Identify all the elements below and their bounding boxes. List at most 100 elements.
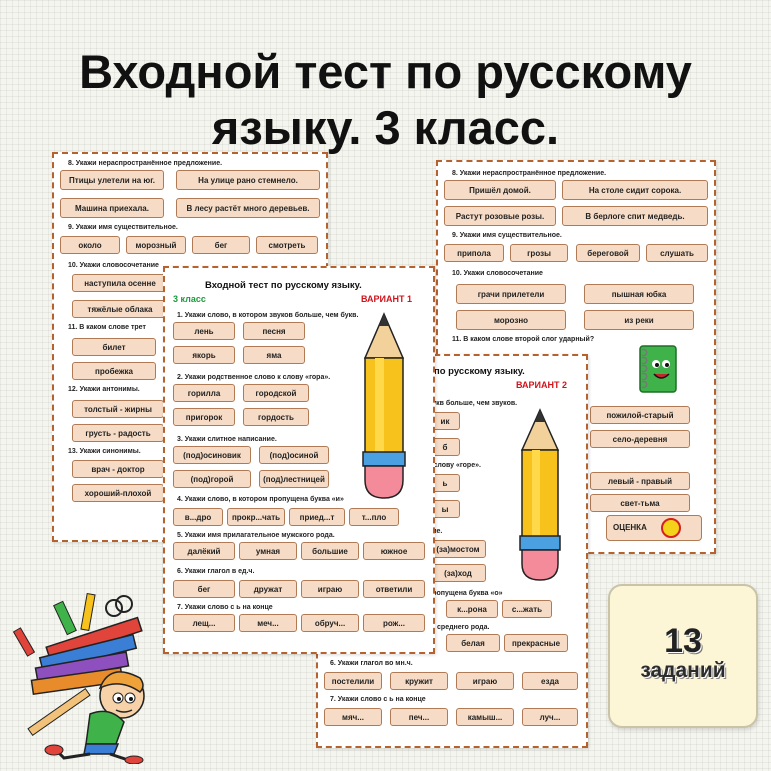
answer-option[interactable]: гордость xyxy=(243,408,309,426)
answer-option[interactable]: большие xyxy=(301,542,359,560)
answer-option[interactable]: лещ... xyxy=(173,614,235,632)
answer-option[interactable]: смотреть xyxy=(256,236,318,254)
answer-option[interactable]: мяч... xyxy=(324,708,382,726)
question-7: 7. Укажи слово с ь на конце xyxy=(330,696,426,703)
answer-option[interactable]: яма xyxy=(243,346,305,364)
answer-option[interactable]: береговой xyxy=(576,244,640,262)
answer-option[interactable]: На улице рано стемнело. xyxy=(176,170,320,190)
answer-option[interactable]: б xyxy=(430,438,460,456)
answer-option[interactable]: (за)ход xyxy=(430,564,486,582)
answer-option[interactable]: горилла xyxy=(173,384,235,402)
answer-option[interactable]: ик xyxy=(430,412,460,430)
answer-option[interactable]: песня xyxy=(243,322,305,340)
answer-option[interactable]: Машина приехала. xyxy=(60,198,164,218)
answer-option[interactable]: пожилой-старый xyxy=(590,406,690,424)
answer-option[interactable]: езда xyxy=(522,672,578,690)
answer-option[interactable]: с...жать xyxy=(502,600,552,618)
answer-option[interactable]: (под)горой xyxy=(173,470,251,488)
answer-option[interactable]: в...дро xyxy=(173,508,223,526)
answer-option[interactable]: грозы xyxy=(510,244,568,262)
answer-option[interactable]: приед...т xyxy=(289,508,345,526)
answer-option[interactable]: камыш... xyxy=(456,708,514,726)
question-12: 12. Укажи антонимы. xyxy=(68,386,140,393)
answer-option[interactable]: прекрасные xyxy=(504,634,568,652)
answer-option[interactable]: далёкий xyxy=(173,542,235,560)
answer-option[interactable]: прокр...чать xyxy=(227,508,285,526)
answer-option[interactable]: пробежка xyxy=(72,362,156,380)
answer-option[interactable]: морозно xyxy=(456,310,566,330)
score-label: ОЦЕНКА xyxy=(613,523,647,532)
pencil-icon xyxy=(519,408,561,581)
answer-option[interactable]: врач - доктор xyxy=(72,460,164,478)
answer-option[interactable]: кружит xyxy=(390,672,448,690)
answer-option[interactable]: припола xyxy=(444,244,504,262)
answer-option[interactable]: наступила осенне xyxy=(72,274,168,292)
answer-option[interactable]: билет xyxy=(72,338,156,356)
answer-option[interactable]: Растут розовые розы. xyxy=(444,206,556,226)
answer-option[interactable]: белая xyxy=(446,634,500,652)
answer-option[interactable]: морозный xyxy=(126,236,186,254)
answer-option[interactable]: пышная юбка xyxy=(584,284,694,304)
answer-option[interactable]: село-деревня xyxy=(590,430,690,448)
answer-option[interactable]: (за)мостом xyxy=(430,540,486,558)
answer-option[interactable]: В лесу растёт много деревьев. xyxy=(176,198,320,218)
answer-option[interactable]: левый - правый xyxy=(590,472,690,490)
question-1: букв больше, чем звуков. xyxy=(428,400,518,407)
answer-option[interactable]: якорь xyxy=(173,346,235,364)
answer-option[interactable]: На столе сидит сорока. xyxy=(562,180,708,200)
question-5: 5. Укажи имя прилагательное мужского род… xyxy=(177,532,335,539)
answer-option[interactable]: южное xyxy=(363,542,425,560)
answer-option[interactable]: из реки xyxy=(584,310,694,330)
sheet-title: по русскому языку. xyxy=(434,366,525,377)
answer-option[interactable]: к...рона xyxy=(446,600,498,618)
score-circle xyxy=(661,518,681,538)
answer-option[interactable]: умная xyxy=(239,542,297,560)
answer-option[interactable]: (под)лестницей xyxy=(259,470,329,488)
answer-option[interactable]: пригорок xyxy=(173,408,235,426)
answer-option[interactable]: свет-тьма xyxy=(590,494,690,512)
answer-option[interactable]: играю xyxy=(301,580,359,598)
answer-option[interactable]: дружат xyxy=(239,580,297,598)
answer-option[interactable]: обруч... xyxy=(301,614,359,632)
task-count-label: заданий xyxy=(640,659,726,682)
grade-label: 3 класс xyxy=(173,294,206,304)
answer-option[interactable]: грачи прилетели xyxy=(456,284,566,304)
answer-option[interactable]: рож... xyxy=(363,614,425,632)
question-13: 13. Укажи синонимы. xyxy=(68,448,141,455)
question-4: 4. Укажи слово, в котором пропущена букв… xyxy=(177,496,344,503)
task-count-number: 13 xyxy=(664,622,702,660)
answer-option[interactable]: меч... xyxy=(239,614,297,632)
pencil-icon xyxy=(362,312,406,499)
answer-option[interactable]: бег xyxy=(192,236,250,254)
answer-option[interactable]: Птицы улетели на юг. xyxy=(60,170,164,190)
answer-option[interactable]: В берлоге спит медведь. xyxy=(562,206,708,226)
question-2: к слову «горе». xyxy=(428,462,481,469)
answer-option[interactable]: бег xyxy=(173,580,235,598)
question-10: 10. Укажи словосочетание xyxy=(452,270,543,277)
question-3: 3. Укажи слитное написание. xyxy=(177,436,277,443)
answer-option[interactable]: ответили xyxy=(363,580,425,598)
question-5: го среднего рода. xyxy=(428,624,490,631)
answer-option[interactable]: городской xyxy=(243,384,309,402)
variant-label: ВАРИАНТ 1 xyxy=(361,294,413,304)
answer-option[interactable]: грусть - радость xyxy=(72,424,164,442)
answer-option[interactable]: около xyxy=(60,236,120,254)
task-count-badge: 13 заданий xyxy=(608,584,758,728)
answer-option[interactable]: луч... xyxy=(522,708,578,726)
answer-option[interactable]: (под)осиновик xyxy=(173,446,251,464)
answer-option[interactable]: тяжёлые облака xyxy=(72,300,168,318)
answer-option[interactable]: играю xyxy=(456,672,514,690)
answer-option[interactable]: Пришёл домой. xyxy=(444,180,556,200)
answer-option[interactable]: толстый - жирны xyxy=(72,400,164,418)
student-illustration xyxy=(12,592,145,764)
answer-option[interactable]: (под)осиной xyxy=(259,446,329,464)
answer-option[interactable]: слушать xyxy=(646,244,708,262)
answer-option[interactable]: хороший-плохой xyxy=(72,484,164,502)
question-3: ние. xyxy=(428,528,443,535)
answer-option[interactable]: постелили xyxy=(324,672,382,690)
score-box: ОЦЕНКА xyxy=(606,515,702,541)
question-4: пропущена буква «о» xyxy=(428,590,503,597)
answer-option[interactable]: т...пло xyxy=(349,508,399,526)
answer-option[interactable]: лень xyxy=(173,322,235,340)
answer-option[interactable]: печ... xyxy=(390,708,448,726)
